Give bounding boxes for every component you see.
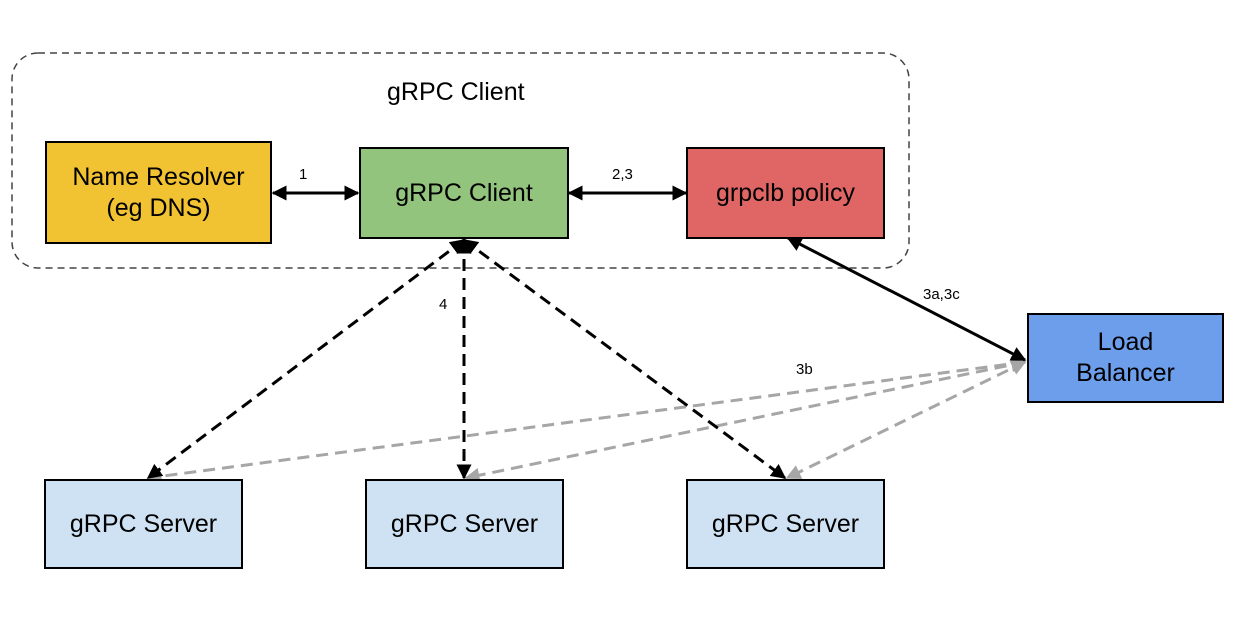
name-resolver-box: Name Resolver (eg DNS) [45,141,272,244]
edge-lb-server3 [785,360,1027,480]
grpc-client-box: gRPC Client [359,147,569,239]
grpc-server-box-3: gRPC Server [686,479,885,569]
grpc-server-box-2: gRPC Server [365,479,564,569]
load-balancer-box: Load Balancer [1027,313,1224,403]
edge-lb-server2 [464,357,1027,483]
edge-label-2-3: 2,3 [612,166,633,183]
edge-label-3a-3c: 3a,3c [923,286,960,303]
edge-client-server3 [462,238,787,480]
edge-client-server1 [146,238,466,480]
edge-label-3b: 3b [796,361,813,378]
edge-label-4: 4 [439,296,448,313]
edge-label-1: 1 [299,166,308,183]
edge-policy-lb [786,236,1027,362]
client-group-title: gRPC Client [387,78,525,106]
grpc-server-box-1: gRPC Server [44,479,243,569]
grpclb-policy-box: grpclb policy [686,147,885,239]
client-group-border [11,52,910,269]
